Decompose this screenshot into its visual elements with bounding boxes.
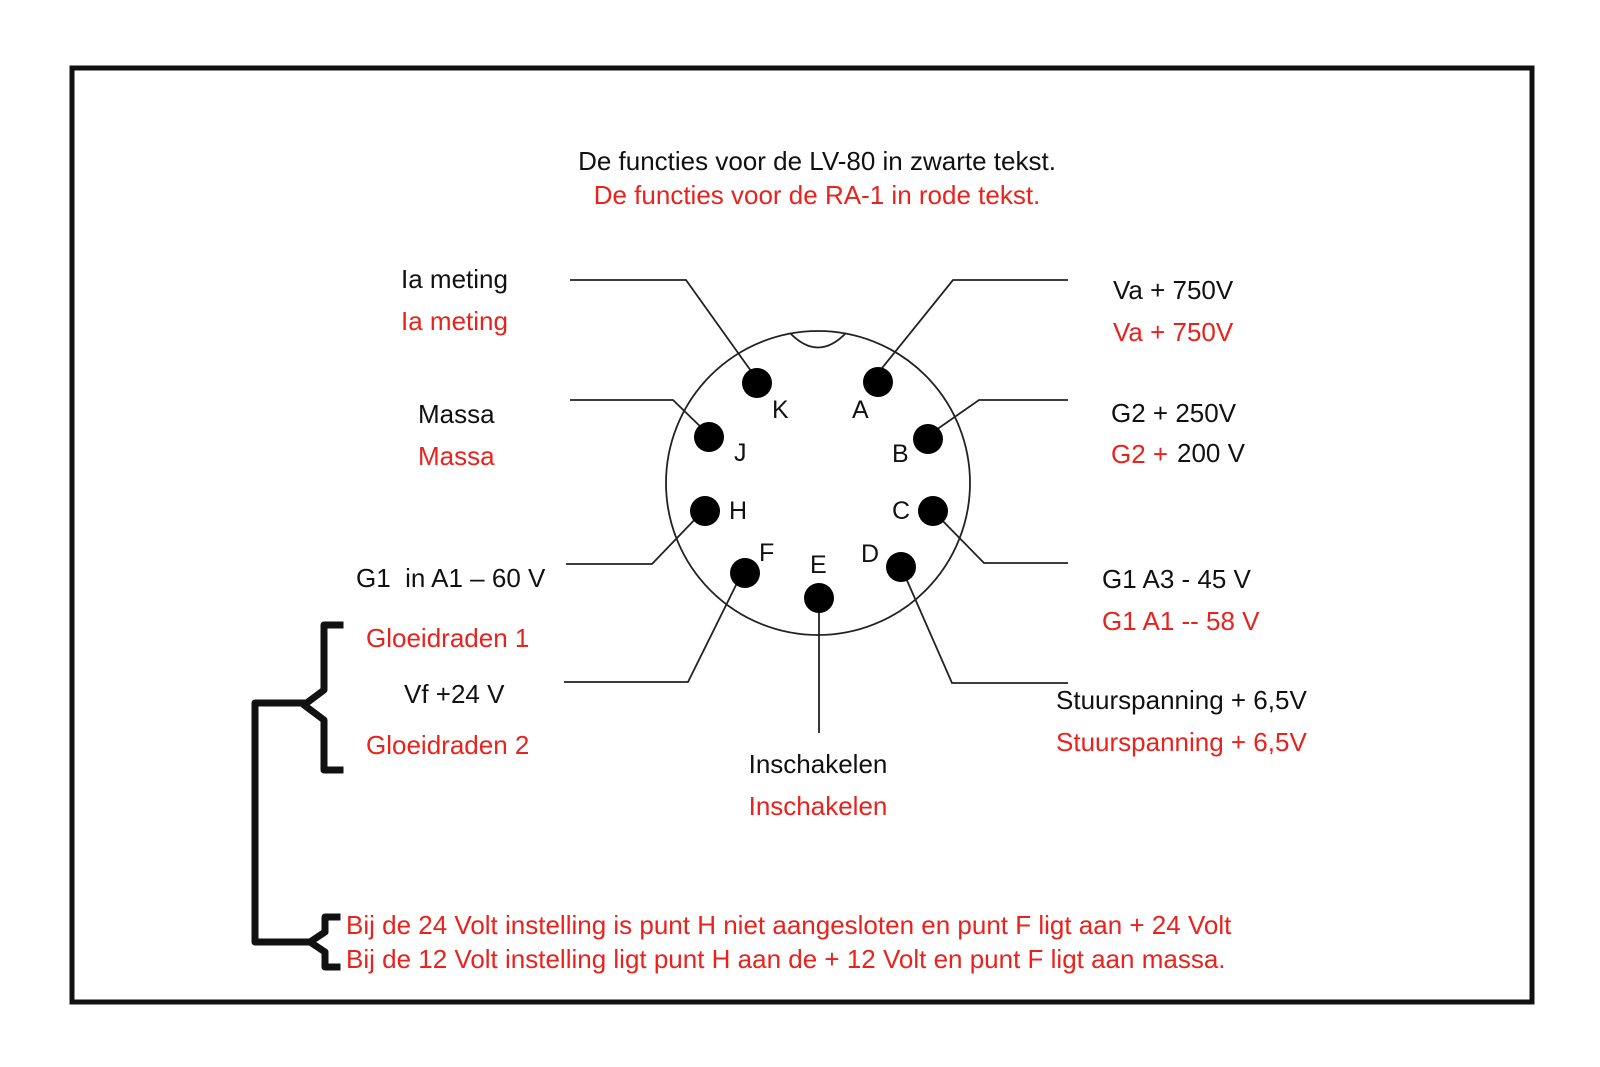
- label-f-lv80: Vf +24 V: [404, 679, 505, 709]
- filament-connector-line: [251, 699, 310, 946]
- pin-h: [690, 496, 720, 526]
- lead-line-h: [566, 511, 703, 565]
- note-24-volt: Bij de 24 Volt instelling is punt H niet…: [346, 910, 1232, 940]
- pin-a: [863, 367, 893, 397]
- label-b-ra1-prefix: G2 +: [1111, 439, 1168, 469]
- pin-letter-k: K: [772, 396, 789, 424]
- label-e-lv80: Inschakelen: [749, 749, 888, 779]
- label-k-ra1: Ia meting: [401, 306, 508, 336]
- label-h-lv80: G1 in A1 – 60 V: [356, 563, 546, 593]
- connector-key-notch: [789, 332, 847, 349]
- label-d-lv80: Stuurspanning + 6,5V: [1056, 685, 1307, 715]
- label-j-lv80: Massa: [418, 399, 495, 429]
- label-f-ra1-top: Gloeidraden 1: [366, 623, 529, 653]
- pin-letter-h: H: [729, 497, 747, 525]
- pin-j: [694, 422, 724, 452]
- lead-line-d: [901, 568, 1068, 684]
- pin-b: [913, 424, 943, 454]
- lead-line-b: [925, 399, 1068, 438]
- label-b-ra1-value: 200 V: [1177, 438, 1246, 468]
- pin-letter-c: C: [892, 497, 910, 525]
- lead-line-j: [570, 399, 709, 435]
- lead-line-k: [570, 279, 757, 379]
- pin-c: [918, 496, 948, 526]
- legend-black-line: De functies voor de LV-80 in zwarte teks…: [578, 146, 1056, 176]
- label-c-lv80: G1 A3 - 45 V: [1102, 564, 1252, 594]
- pin-k: [742, 368, 772, 398]
- pin-letter-a: A: [852, 396, 869, 424]
- pin-d: [886, 552, 916, 582]
- pin-e: [804, 583, 834, 613]
- note-12-volt: Bij de 12 Volt instelling ligt punt H aa…: [346, 944, 1226, 974]
- label-d-ra1: Stuurspanning + 6,5V: [1056, 727, 1307, 757]
- label-c-ra1: G1 A1 -- 58 V: [1102, 606, 1260, 636]
- label-a-ra1: Va + 750V: [1113, 317, 1234, 347]
- lead-line-c: [933, 511, 1068, 564]
- label-e-ra1: Inschakelen: [749, 791, 888, 821]
- label-b-lv80: G2 + 250V: [1111, 398, 1237, 428]
- pin-letter-j: J: [734, 439, 747, 467]
- filament-brace: [300, 621, 344, 774]
- lead-line-f: [564, 572, 743, 683]
- label-j-ra1: Massa: [418, 441, 495, 471]
- notes-brace: [306, 913, 341, 971]
- diagram-frame: [69, 65, 1535, 1005]
- connector-outline: [665, 330, 971, 636]
- pin-letter-f: F: [759, 539, 774, 567]
- pin-letter-b: B: [892, 440, 909, 468]
- label-f-ra1-bottom: Gloeidraden 2: [366, 730, 529, 760]
- pin-f: [730, 558, 760, 588]
- label-a-lv80: Va + 750V: [1113, 275, 1234, 305]
- legend-red-line: De functies voor de RA-1 in rode tekst.: [594, 180, 1041, 210]
- pin-letter-d: D: [861, 540, 879, 568]
- lead-line-a: [873, 279, 1068, 379]
- pin-letter-e: E: [810, 551, 827, 579]
- label-k-lv80: Ia meting: [401, 264, 508, 294]
